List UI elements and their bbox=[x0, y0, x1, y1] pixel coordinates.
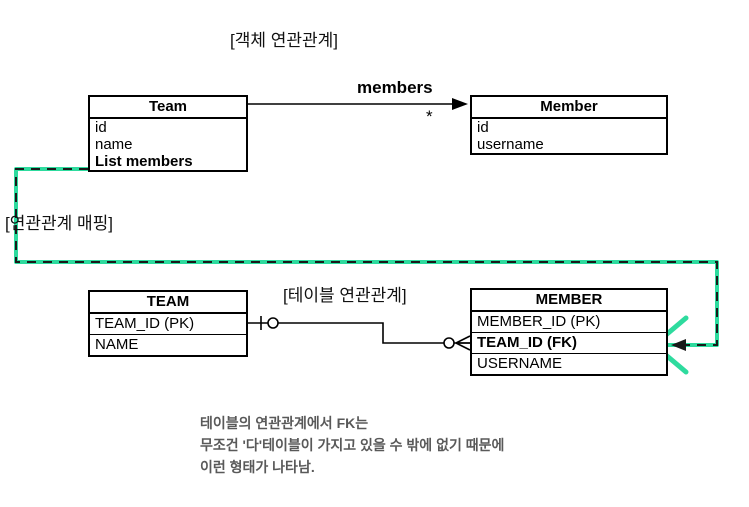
relationship-line bbox=[248, 322, 470, 344]
member-table-row-member-id: MEMBER_ID (PK) bbox=[472, 312, 666, 333]
member-class-box: Member id username bbox=[470, 95, 668, 155]
member-table-row-team-id-fk: TEAM_ID (FK) bbox=[472, 333, 666, 354]
team-table-row-name: NAME bbox=[95, 336, 139, 353]
team-class-title: Team bbox=[90, 97, 246, 119]
team-class-box: Team id name List members bbox=[88, 95, 248, 172]
member-table-box: MEMBER MEMBER_ID (PK) TEAM_ID (FK) USERN… bbox=[470, 288, 668, 376]
mapping-title: [연관관계 매핑] bbox=[5, 214, 114, 233]
object-association-title: [객체 연관관계] bbox=[230, 31, 339, 50]
multiplicity-star: * bbox=[426, 107, 433, 126]
member-table-title: MEMBER bbox=[472, 290, 666, 312]
member-class-title: Member bbox=[472, 97, 666, 119]
members-association-label: members bbox=[357, 78, 433, 97]
crow-foot-marker-icon bbox=[455, 335, 471, 351]
team-field-name: name bbox=[95, 136, 133, 153]
association-arrowhead-icon bbox=[452, 98, 468, 110]
team-field-list-members: List members bbox=[95, 153, 193, 170]
note-line-3: 이런 형태가 나타남. bbox=[200, 459, 315, 475]
member-table-row-username: USERNAME bbox=[477, 355, 563, 372]
annotation-arrowhead-icon bbox=[671, 339, 686, 351]
zero-circle-marker-team-icon bbox=[267, 317, 279, 329]
note-line-1: 테이블의 연관관계에서 FK는 bbox=[200, 415, 369, 431]
table-association-title: [테이블 연관관계] bbox=[283, 286, 407, 305]
team-table-box: TEAM TEAM_ID (PK) NAME bbox=[88, 290, 248, 357]
zero-circle-marker-member-icon bbox=[443, 337, 455, 349]
member-field-username: username bbox=[477, 136, 544, 153]
note-line-2: 무조건 '다'테이블이 가지고 있을 수 밖에 없기 때문에 bbox=[200, 437, 505, 453]
member-field-id: id bbox=[477, 119, 489, 136]
team-field-id: id bbox=[95, 119, 107, 136]
annotation-dashed-line bbox=[15, 168, 718, 346]
team-table-title: TEAM bbox=[90, 292, 246, 314]
team-table-row-team-id: TEAM_ID (PK) bbox=[90, 314, 246, 335]
note-text: 테이블의 연관관계에서 FK는 무조건 '다'테이블이 가지고 있을 수 밖에 … bbox=[200, 412, 504, 478]
